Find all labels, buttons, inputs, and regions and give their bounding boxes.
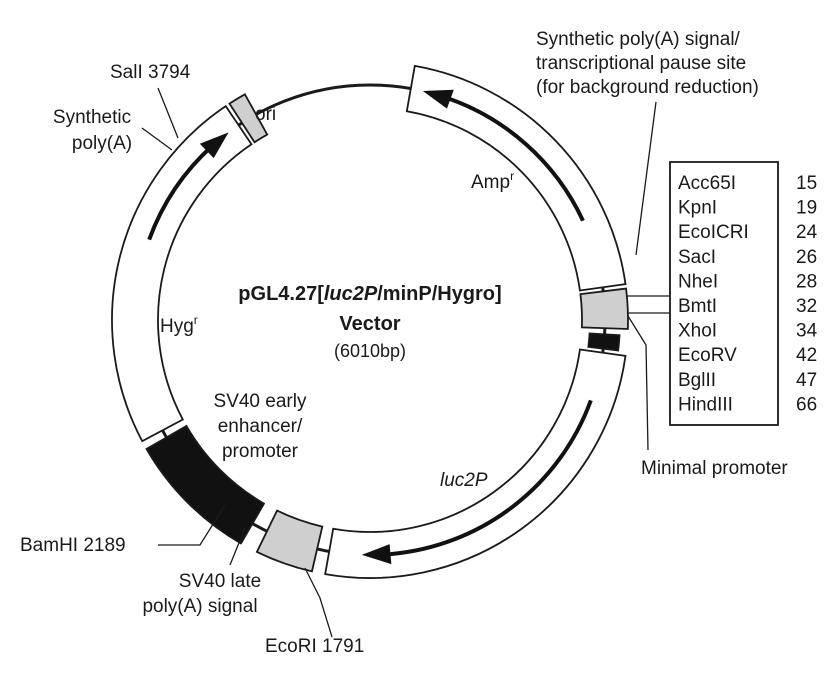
pause-site-box [579, 287, 629, 330]
mcs-enzyme-name: BmtI [678, 296, 717, 317]
mcs-enzyme-position: 24 [796, 222, 818, 243]
synthetic-polya-box [228, 93, 269, 144]
sv40-enhancer-label-1: SV40 early [214, 391, 307, 412]
luc2p-label: luc2P [440, 470, 488, 491]
ampr-gene-block [405, 64, 627, 292]
sv40-late-leader-line [229, 527, 246, 566]
hygr-gene-block [111, 104, 253, 443]
mcs-enzyme-name: EcoICRI [678, 222, 749, 243]
vector-size: (6010bp) [334, 341, 406, 361]
mcs-enzyme-position: 66 [796, 394, 817, 415]
sv40-late-polya-box [255, 509, 324, 573]
sv40-promoter-block [145, 424, 266, 545]
sv40-enhancer-label-2: enhancer/ [218, 416, 303, 437]
minimal-promoter-label: Minimal promoter [641, 458, 788, 479]
mcs-enzyme-position: 15 [796, 173, 817, 194]
sall-leader-line [157, 87, 179, 139]
synthetic-polya-label-1: Synthetic [53, 107, 131, 128]
luc2p-gene-block [324, 348, 627, 579]
vector-name-line2: Vector [339, 313, 400, 335]
ori-label: ori [255, 104, 276, 125]
mcs-bracket-line [626, 172, 671, 297]
ampr-direction-arrow [442, 94, 585, 222]
pause-site-label-2: transcriptional pause site [536, 53, 746, 74]
minimal-promoter-block [587, 332, 621, 352]
mcs-enzyme-name: BglII [678, 370, 716, 391]
mcs-enzyme-name: SacI [678, 247, 716, 268]
mcs-enzyme-name: NheI [678, 271, 718, 292]
hygr-label: Hygr [160, 313, 198, 337]
ecori-label: EcoRI 1791 [265, 636, 364, 657]
mcs-enzyme-position: 32 [796, 296, 817, 317]
mcs-enzyme-name: HindIII [678, 394, 733, 415]
hygr-arrowhead [199, 132, 229, 159]
pause-site-leader-line [635, 101, 657, 256]
mcs-enzyme-position: 34 [796, 321, 818, 342]
mcs-enzyme-name: XhoI [678, 321, 717, 342]
ampr-label: Ampr [471, 169, 514, 193]
bamhi-label: BamHI 2189 [20, 535, 126, 556]
ampr-arrowhead [422, 89, 454, 109]
mcs-enzyme-name: Acc65I [678, 173, 736, 194]
mcs-box [669, 161, 779, 426]
mcs-lower-bracket [628, 312, 671, 420]
mcs-enzyme-position: 42 [796, 345, 817, 366]
mcs-enzyme-position: 26 [796, 247, 817, 268]
luc2p-direction-arrow [390, 399, 593, 557]
mcs-enzyme-name: KpnI [678, 198, 717, 219]
sv40-enhancer-label-3: promoter [222, 441, 299, 462]
bamhi-leader-line [158, 504, 226, 546]
mcs-enzyme-position: 28 [796, 271, 817, 292]
sall-label: SalI 3794 [110, 62, 191, 83]
sv40-late-label-1: SV40 late [179, 571, 261, 592]
mcs-enzyme-name: EcoRV [678, 345, 737, 366]
synthetic-polya-leader-line [141, 127, 173, 151]
hygr-direction-arrow [147, 143, 215, 241]
ecori-leader-line [304, 567, 333, 638]
vector-name: pGL4.27[luc2P/minP/Hygro] [238, 283, 501, 305]
mcs-enzyme-position: 47 [796, 370, 817, 391]
sv40-late-label-2: poly(A) signal [142, 596, 257, 617]
minimal-promoter-leader-line [627, 315, 649, 451]
mcs-enzyme-position: 19 [796, 198, 817, 219]
luc2p-arrowhead [361, 544, 392, 565]
pause-site-label-1: Synthetic poly(A) signal/ [536, 29, 741, 50]
pause-site-label-3: (for background reduction) [536, 77, 759, 98]
synthetic-polya-label-2: poly(A) [72, 133, 132, 154]
